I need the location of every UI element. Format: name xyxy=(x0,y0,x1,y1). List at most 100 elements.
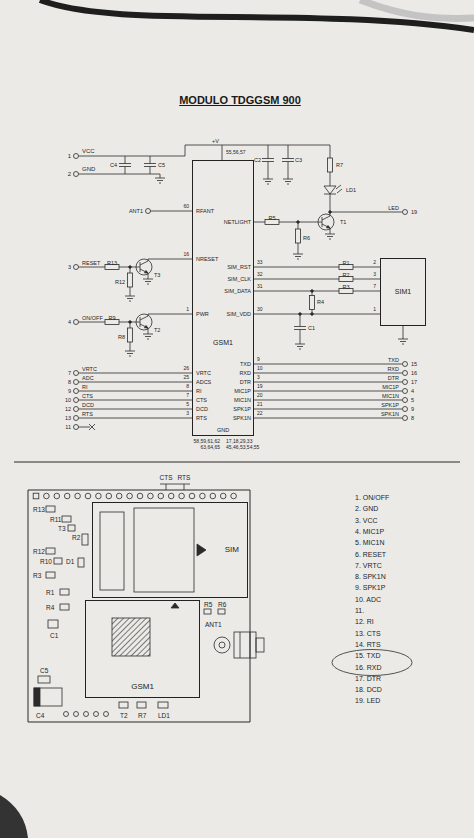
node-label: SIM xyxy=(225,546,239,555)
hole xyxy=(84,712,89,717)
signal-label: MIC1P xyxy=(382,384,399,390)
signal-label: 7 xyxy=(186,393,189,399)
hole xyxy=(129,266,132,269)
node-label: GSM1 xyxy=(131,683,154,692)
signal-label: DCD xyxy=(196,406,208,412)
signal-label: C1 xyxy=(308,325,315,331)
pin-list-item: 11. xyxy=(355,607,364,615)
terminal xyxy=(74,425,79,430)
part-label: R2 xyxy=(72,534,80,541)
signal-label: 9 xyxy=(68,388,71,394)
ground-symbol xyxy=(283,175,293,184)
part-label: R12 xyxy=(33,548,45,555)
terminal xyxy=(403,416,408,421)
wire xyxy=(254,364,403,365)
hole xyxy=(74,712,79,717)
pin-list-item: 7. VRTC xyxy=(355,562,382,570)
signal-label: RI xyxy=(196,388,202,394)
signal-label: 16 xyxy=(183,252,189,258)
ground-symbol xyxy=(398,335,408,344)
wire xyxy=(160,484,190,490)
signal-label: RTS xyxy=(82,411,93,417)
signal-label: 63,64,65 xyxy=(201,445,220,451)
signal-label: T1 xyxy=(340,219,346,225)
signal-label: 25 xyxy=(183,375,189,381)
signal-label: SPK1P xyxy=(233,406,251,412)
signal-label: 4 xyxy=(411,388,414,394)
part-outline xyxy=(33,493,39,499)
resistor-symbol xyxy=(128,328,133,342)
signal-label: 9 xyxy=(411,406,414,412)
signal-label: 8 xyxy=(186,384,189,390)
pin-list-item: 3. VCC xyxy=(355,517,378,525)
signal-label: DCD xyxy=(82,402,94,408)
hole xyxy=(179,493,185,499)
signal-label: 5 xyxy=(411,397,414,403)
signal-label: 20 xyxy=(257,393,263,399)
part-label: R5 xyxy=(204,601,212,608)
signal-label: 33 xyxy=(257,260,263,266)
sim-box: SIM xyxy=(92,502,248,598)
hole xyxy=(129,321,132,324)
signal-label: 11 xyxy=(65,424,71,430)
signal-label: RFANT xyxy=(196,208,214,214)
part-outline xyxy=(38,676,50,683)
signal-label: R7 xyxy=(336,162,343,168)
ground-symbol xyxy=(155,174,165,183)
terminal xyxy=(74,172,79,177)
signal-label: GND xyxy=(217,427,229,433)
signal-label: RTS xyxy=(196,415,207,421)
signal-label: R13 xyxy=(107,260,117,266)
wire xyxy=(330,212,403,213)
signal-label: 9 xyxy=(257,357,260,363)
pin-list-item: 5. MIC1N xyxy=(355,539,385,547)
signal-label: SIM_RST xyxy=(227,264,251,270)
part-outline xyxy=(134,508,194,592)
part-outline xyxy=(78,558,84,567)
signal-label: 17 xyxy=(411,379,417,385)
pin-list-item: 12. RI xyxy=(355,618,374,626)
hole xyxy=(127,493,133,499)
module-box: GSM1 xyxy=(192,160,254,436)
signal-label: R2 xyxy=(342,272,349,278)
signal-label: VCC xyxy=(82,148,95,155)
signal-label: 15 xyxy=(411,361,417,367)
signal-label: GND xyxy=(82,166,95,173)
signal-label: R5 xyxy=(268,215,275,221)
signal-label: 12 xyxy=(65,406,71,412)
signal-label: R8 xyxy=(118,334,125,340)
wire xyxy=(79,400,193,401)
part-label: D1 xyxy=(66,558,74,565)
signal-label: 60 xyxy=(183,204,189,210)
resistor-symbol xyxy=(328,158,333,172)
signal-label: 3 xyxy=(373,272,376,278)
signal-label: R4 xyxy=(317,299,324,305)
wire xyxy=(197,544,206,556)
signal-label: 26 xyxy=(183,366,189,372)
signal-label: ADC xyxy=(82,375,94,381)
signal-label: LED xyxy=(388,205,399,211)
part-outline xyxy=(158,702,168,708)
signal-label: 7 xyxy=(373,284,376,290)
hole xyxy=(329,211,332,214)
signal-label: 13 xyxy=(65,415,71,421)
capacitor-symbol xyxy=(262,159,274,162)
resistor-symbol xyxy=(310,296,315,310)
part-outline xyxy=(100,512,124,590)
terminal xyxy=(74,416,79,421)
signal-label: CTS xyxy=(196,397,207,403)
ground-symbol xyxy=(125,347,135,356)
terminal xyxy=(74,380,79,385)
pin-list-item: 16. RXD xyxy=(355,664,381,672)
signal-label: 21 xyxy=(257,402,263,408)
signal-label: SPK1P xyxy=(381,402,399,408)
wire xyxy=(254,373,403,374)
pen-circle xyxy=(332,650,412,676)
hole xyxy=(148,493,154,499)
part-label: CTS xyxy=(160,474,173,481)
part-outline xyxy=(60,604,69,610)
terminal xyxy=(74,371,79,376)
signal-label: R9 xyxy=(108,315,115,321)
pin-list-item: 13. CTS xyxy=(355,630,381,638)
part-outline xyxy=(46,548,55,554)
